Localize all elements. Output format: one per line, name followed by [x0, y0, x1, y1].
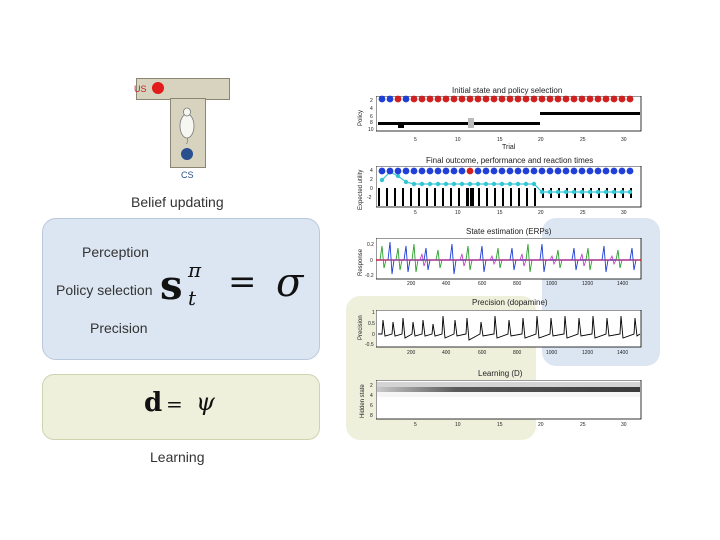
plot4-xtick-6: 1200	[582, 350, 594, 356]
t-maze-top-arm	[136, 78, 230, 100]
plot1-ytick-2: 4	[370, 106, 373, 112]
plot3-xtick-7: 1400	[617, 281, 629, 287]
plot5-ytick-2: 4	[370, 393, 373, 399]
plot5-heatmap-row-3	[377, 392, 640, 397]
plot2-title: Final outcome, performance and reaction …	[426, 156, 594, 165]
plot1-xtick-1: 5	[414, 137, 417, 143]
plot5-title: Learning (D)	[478, 369, 523, 378]
plot1-xtick-3: 15	[497, 137, 503, 143]
plot3-ytick-1: 0.2	[367, 242, 374, 248]
precision-label: Precision	[90, 320, 148, 336]
plot5-ytick-3: 6	[370, 403, 373, 409]
plot3-title: State estimation (ERPs)	[466, 227, 552, 236]
plot4-ytick-4: -0.5	[365, 342, 374, 348]
plot5-xtick-2: 10	[455, 422, 461, 428]
cs-stimulus-dot	[181, 148, 193, 160]
equation-equals-sign: =	[228, 262, 257, 302]
plot5-xtick-6: 30	[621, 422, 627, 428]
us-stimulus-dot	[152, 82, 164, 94]
plot1-outcome-markers	[378, 95, 634, 103]
equation-s-symbol: s	[160, 262, 183, 309]
plot3-ylabel: Response	[358, 248, 364, 276]
plot4-dopamine-trace	[378, 315, 641, 341]
plot1-ytick-4: 8	[370, 120, 373, 126]
plot5-axes	[376, 380, 642, 420]
plot2-xtick-5: 25	[580, 210, 586, 216]
plot2-ytick-3: 0	[370, 186, 373, 192]
plot2-ylabel: Expected utility	[358, 169, 364, 210]
plot5-heatmap-row-1	[377, 382, 640, 387]
plot2-ytick-1: 4	[370, 168, 373, 174]
plot4-ytick-1: 1	[372, 310, 375, 316]
plot4-title: Precision (dopamine)	[472, 298, 548, 307]
plot3-ytick-3: -0.2	[365, 273, 374, 279]
plot4-ytick-3: 0	[372, 332, 375, 338]
plot5-ytick-4: 8	[370, 413, 373, 419]
plot1-ytick-3: 6	[370, 114, 373, 120]
policy-selection-label: Policy selection	[56, 282, 153, 298]
plot2-reaction-bars	[378, 188, 632, 206]
plot4-xtick-2: 400	[442, 350, 451, 356]
equation-pi-superscript: π	[188, 258, 202, 282]
plot2-ytick-4: -2	[367, 195, 372, 201]
plot1-ylabel: Policy	[358, 109, 364, 126]
plot2-xtick-2: 10	[455, 210, 461, 216]
plot3-xtick-1: 200	[407, 281, 416, 287]
plot3-xtick-3: 600	[478, 281, 487, 287]
plot3-xtick-4: 800	[513, 281, 522, 287]
rat-icon	[179, 107, 195, 144]
plot1-xtick-2: 10	[455, 137, 461, 143]
plot2-xtick-6: 30	[621, 210, 627, 216]
plot2-ytick-2: 2	[370, 177, 373, 183]
perception-label: Perception	[82, 244, 149, 260]
plot3-xtick-2: 400	[442, 281, 451, 287]
plot5-xtick-3: 15	[497, 422, 503, 428]
plot2-utility-points	[379, 169, 633, 195]
plot5-xtick-1: 5	[414, 422, 417, 428]
plot4-xtick-1: 200	[407, 350, 416, 356]
plot2-outcome-markers	[378, 167, 634, 175]
plot4-xtick-7: 1400	[617, 350, 629, 356]
belief-updating-label: Belief updating	[131, 194, 224, 210]
plot1-xlabel: Trial	[502, 144, 516, 151]
equation-t-subscript: t	[188, 286, 197, 310]
equation-equals-sign-2: =	[166, 392, 183, 416]
plot3-axes	[376, 238, 642, 280]
plot3-xtick-5: 1000	[546, 281, 558, 287]
belief-updating-panel	[42, 218, 320, 360]
plot3-erp-trace-magenta	[378, 253, 640, 267]
plot4-axes	[376, 310, 642, 348]
plot3-ytick-2: 0	[370, 258, 373, 264]
plot4-ylabel: Precision	[358, 315, 364, 340]
plot5-ylabel: Hidden state	[360, 384, 366, 418]
plot5-heatmap-row-2	[377, 387, 640, 392]
equation-psi-symbol: ψ	[196, 388, 215, 416]
equation-sigma-symbol: σ	[276, 260, 304, 306]
plot2-xtick-1: 5	[414, 210, 417, 216]
plot1-xtick-5: 25	[580, 137, 586, 143]
plot5-xtick-4: 20	[538, 422, 544, 428]
cs-label: CS	[181, 170, 194, 180]
plot2-xtick-4: 20	[538, 210, 544, 216]
learning-label: Learning	[150, 449, 205, 465]
plot2-xtick-3: 15	[497, 210, 503, 216]
plot5-xtick-5: 25	[580, 422, 586, 428]
plot4-xtick-3: 600	[478, 350, 487, 356]
us-label: US	[134, 84, 147, 94]
plot1-xtick-6: 30	[621, 137, 627, 143]
plot4-ytick-2: 0.5	[368, 321, 375, 327]
plot1-ytick-1: 2	[370, 98, 373, 104]
equation-d-symbol: d	[144, 388, 163, 418]
plot5-ytick-1: 2	[370, 383, 373, 389]
plot1-policy-bars	[378, 112, 640, 128]
plot1-ytick-5: 10	[368, 127, 374, 133]
learning-panel	[42, 374, 320, 440]
plot3-xtick-6: 1200	[582, 281, 594, 287]
plot4-xtick-5: 1000	[546, 350, 558, 356]
plot4-xtick-4: 800	[513, 350, 522, 356]
plot1-title: Initial state and policy selection	[452, 86, 563, 95]
plot1-xtick-4: 20	[538, 137, 544, 143]
